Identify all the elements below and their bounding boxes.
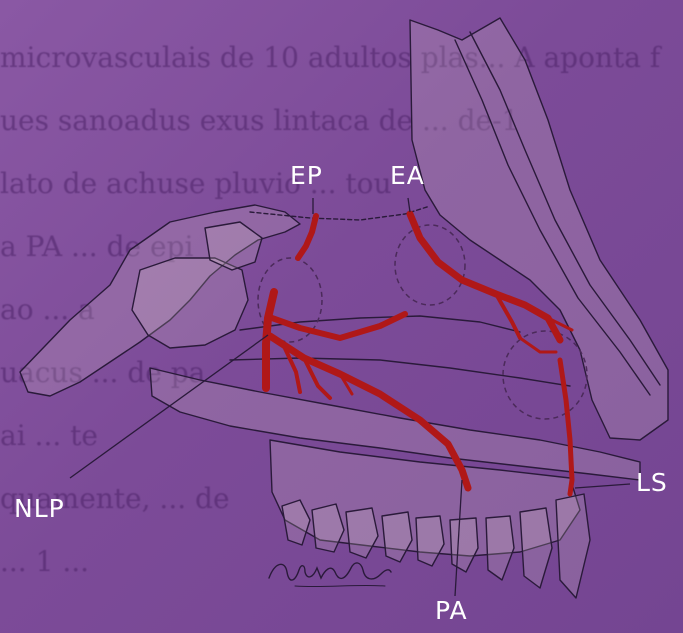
label-pa: PA — [435, 598, 468, 623]
pointer-line-ea — [408, 198, 410, 212]
septal-artery — [560, 360, 572, 494]
turbinate-bone — [230, 358, 570, 386]
pointer-line-ls — [575, 484, 630, 488]
tooth — [556, 494, 590, 598]
posterior-ethmoid-artery — [298, 216, 316, 258]
label-ls: LS — [636, 470, 668, 495]
septal-artery-branch — [520, 338, 556, 352]
tooth — [416, 516, 444, 566]
artist-signature-icon — [265, 548, 395, 594]
tooth — [450, 518, 478, 572]
sinus-chamber-outline — [132, 258, 248, 348]
skull-bone-outlines — [20, 18, 668, 598]
dashed-circle — [503, 331, 587, 419]
dashed-circle — [395, 225, 465, 305]
label-ep: EP — [290, 163, 323, 188]
label-ea: EA — [390, 163, 425, 188]
tooth — [486, 516, 514, 580]
label-nlp: NLP — [14, 496, 65, 521]
tooth — [520, 508, 552, 588]
